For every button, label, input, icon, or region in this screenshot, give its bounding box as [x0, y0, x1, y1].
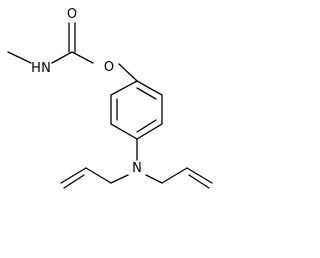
amide-hydrogen-label: H: [31, 61, 41, 76]
bonds: [7, 22, 213, 189]
bond-carbonyl-ester-o: [71, 51, 94, 64]
bond-left-ch-ch2-double-b: [63, 174, 85, 189]
carbonyl-oxygen-label: O: [67, 7, 77, 22]
bond-left-ch-ch2-double-a: [60, 167, 87, 184]
bond-amine-right-ch2: [145, 174, 163, 184]
ring-inner-double-bond-1: [136, 87, 157, 100]
bond-right-ch-ch2-double-a: [186, 167, 213, 184]
bond-right-ch2-ch: [161, 167, 188, 184]
amine-nitrogen-label: N: [132, 161, 142, 176]
amide-nitrogen-label: N: [41, 61, 51, 76]
bond-right-ch-ch2-double-b: [188, 174, 210, 189]
ester-oxygen-label: O: [104, 60, 114, 75]
bond-amine-left-ch2: [110, 174, 129, 184]
ring-inner-double-bond-2: [136, 119, 157, 133]
benzene-ring: [110, 80, 163, 140]
bond-ester-o-ring: [118, 63, 138, 82]
chemical-structure-diagram: O H N O N: [7, 7, 213, 189]
bond-methyl-nh: [7, 51, 32, 64]
bond-left-ch2-ch: [85, 167, 112, 184]
bond-nh-carbonyl: [51, 51, 73, 64]
atom-labels: O H N O N: [31, 7, 142, 176]
